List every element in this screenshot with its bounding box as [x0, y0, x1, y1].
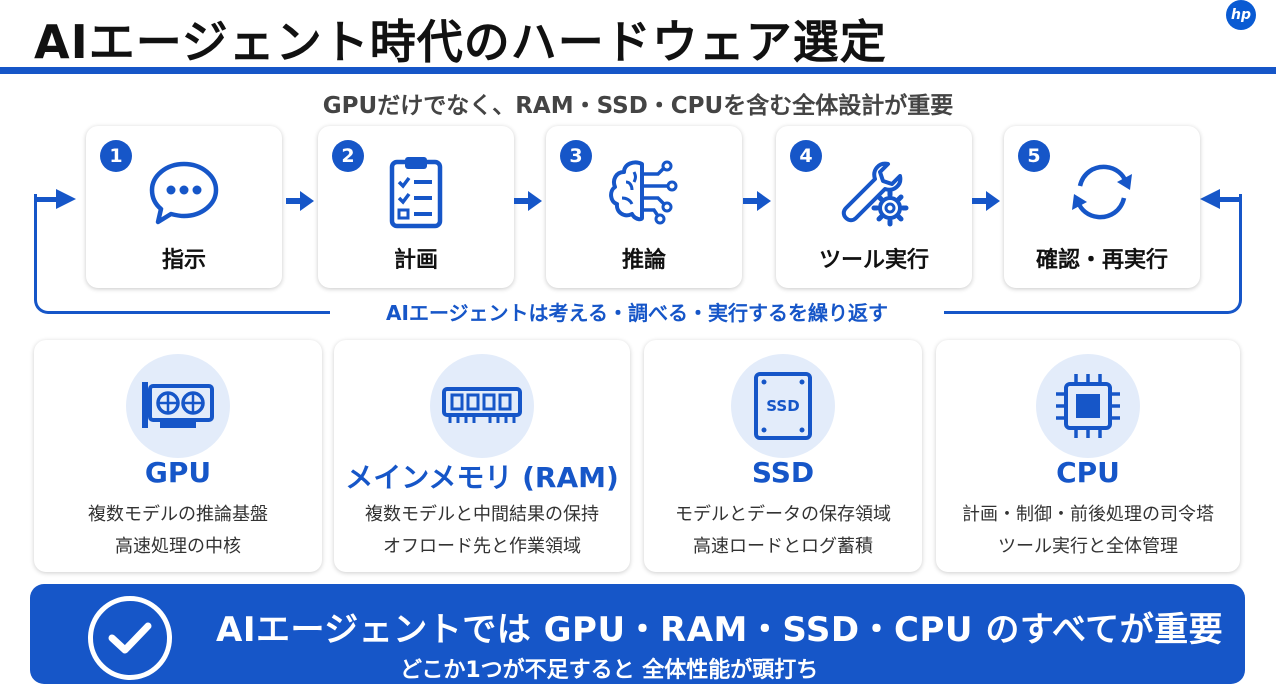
step-card-tool-execution: 4 ツール実行 [776, 126, 972, 288]
step-card-verify-retry: 5 確認・再実行 [1004, 126, 1200, 288]
step-label: 確認・再実行 [1035, 248, 1168, 273]
component-card-cpu: CPU 計画・制御・前後処理の司令塔 ツール実行と全体管理 [936, 340, 1240, 572]
arrow-right-icon [286, 191, 314, 211]
step-number: 2 [332, 140, 364, 172]
chat-bubble-icon [149, 161, 219, 225]
component-desc-line1: モデルとデータの保存領域 [675, 504, 891, 525]
step-number: 4 [790, 140, 822, 172]
component-desc-line1: 複数モデルの推論基盤 [88, 504, 268, 525]
clipboard-checklist-icon [389, 157, 443, 229]
hp-logo: hp [1226, 0, 1256, 30]
step-label: 指示 [161, 248, 206, 273]
checkmark-icon [88, 596, 172, 680]
step-card-plan: 2 計画 [318, 126, 514, 288]
component-desc-line2: オフロード先と作業領域 [383, 536, 581, 557]
step-label: 推論 [621, 248, 666, 273]
loop-arrow-left-icon [34, 189, 76, 209]
component-title: メインメモリ (RAM) [345, 461, 619, 494]
brain-circuit-icon [609, 160, 678, 225]
step-number: 3 [560, 140, 592, 172]
header-divider [0, 67, 1276, 74]
component-desc-line2: ツール実行と全体管理 [998, 536, 1178, 557]
component-card-ram: メインメモリ (RAM) 複数モデルと中間結果の保持 オフロード先と作業領域 [334, 340, 630, 572]
component-title: SSD [751, 456, 815, 489]
banner-headline: AIエージェントでは GPU・RAM・SSD・CPU のすべてが重要 [216, 610, 1224, 650]
cpu-chip-icon [1056, 374, 1120, 438]
component-title: GPU [144, 456, 212, 489]
arrow-right-icon [972, 191, 1000, 211]
step-card-inference: 3 推論 [546, 126, 742, 288]
loop-label: AIエージェントは考える・調べる・実行するを繰り返す [330, 297, 944, 326]
summary-banner: AIエージェントでは GPU・RAM・SSD・CPU のすべてが重要 どこか1つ… [30, 584, 1245, 684]
step-number: 1 [100, 140, 132, 172]
step-card-instruction: 1 指示 [86, 126, 282, 288]
component-card-ssd: SSD SSD モデルとデータの保存領域 高速ロードとログ蓄積 [644, 340, 922, 572]
banner-subtext: どこか1つが不足すると 全体性能が頭打ち [400, 658, 819, 683]
arrow-right-icon [514, 191, 542, 211]
component-desc-line2: 高速処理の中核 [115, 536, 241, 557]
component-desc-line1: 複数モデルと中間結果の保持 [365, 504, 599, 525]
arrow-right-icon [743, 191, 771, 211]
step-number: 5 [1018, 140, 1050, 172]
component-desc-line1: 計画・制御・前後処理の司令塔 [962, 504, 1214, 525]
step-label: 計画 [393, 248, 438, 273]
component-desc-line2: 高速ロードとログ蓄積 [693, 536, 873, 557]
ssd-icon-label: SSD [766, 397, 799, 415]
step-label: ツール実行 [818, 248, 929, 273]
subtitle: GPUだけでなく、RAM・SSD・CPUを含む全体設計が重要 [322, 93, 954, 119]
gpu-card-icon [142, 382, 214, 428]
ram-module-icon [442, 387, 522, 423]
refresh-cycle-icon [1072, 164, 1132, 220]
component-card-gpu: GPU 複数モデルの推論基盤 高速処理の中核 [34, 340, 322, 572]
wrench-gear-icon [841, 161, 909, 227]
loop-arrow-right-icon [1200, 189, 1242, 209]
component-title: CPU [1056, 456, 1120, 489]
ssd-drive-icon: SSD [754, 372, 812, 440]
page-title: AIエージェント時代のハードウェア選定 [34, 15, 887, 69]
